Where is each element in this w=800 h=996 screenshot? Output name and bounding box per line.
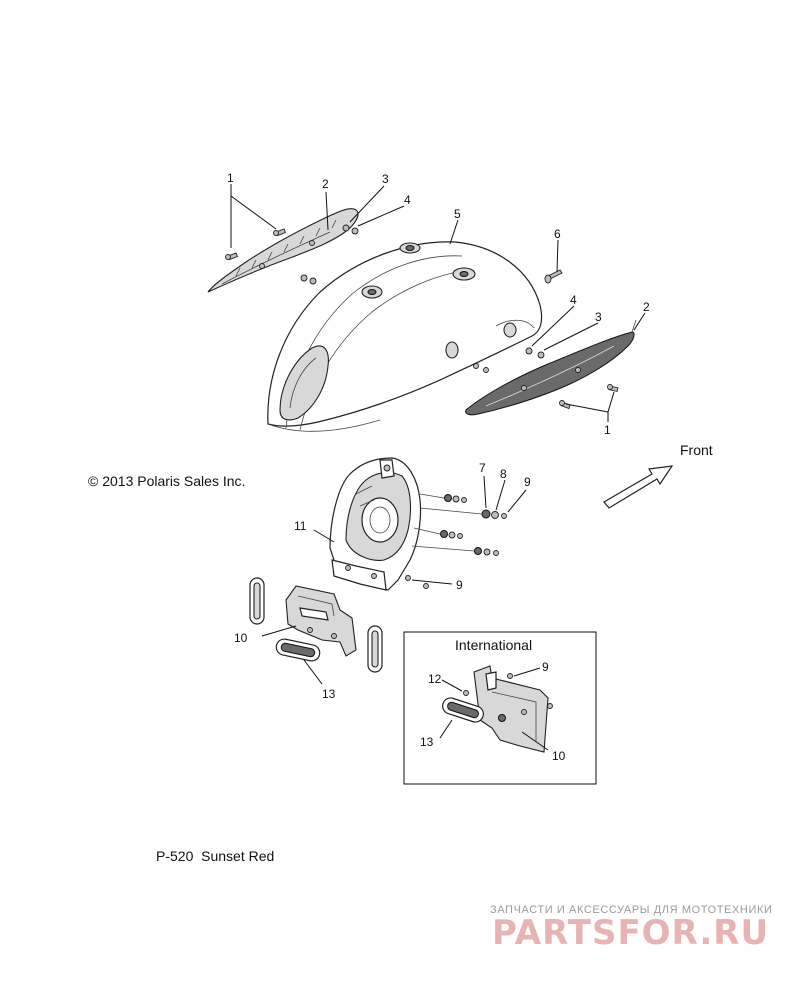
callout-3-right: 3	[595, 310, 602, 324]
callout-13-main: 13	[322, 687, 336, 701]
mount-bolt	[544, 269, 563, 284]
callout-1-right: 1	[604, 423, 611, 437]
callout-6: 6	[554, 227, 561, 241]
callout-4-left: 4	[404, 193, 411, 207]
callout-13-inset: 13	[420, 735, 434, 749]
license-plate-holder	[285, 585, 357, 657]
leader-lines	[230, 184, 646, 751]
callout-5: 5	[454, 207, 461, 221]
license-plate-bracket	[329, 457, 422, 591]
callout-9-mid: 9	[456, 578, 463, 592]
left-trim-nuts	[300, 224, 359, 285]
right-trim-screws	[559, 384, 619, 410]
callout-10-inset: 10	[552, 749, 566, 763]
callout-2-left: 2	[322, 177, 329, 191]
callout-12: 12	[428, 672, 442, 686]
copyright-text: © 2013 Polaris Sales Inc.	[88, 473, 245, 489]
side-reflector-left	[249, 577, 265, 625]
watermark-brand: PARTSFOR.RU	[492, 913, 769, 953]
left-trim-screws	[225, 228, 287, 261]
left-fender-trim	[207, 208, 359, 293]
callout-4-right: 4	[570, 293, 577, 307]
side-reflector-right	[367, 625, 383, 673]
right-trim-nuts	[473, 347, 545, 373]
callout-8: 8	[500, 467, 507, 481]
international-reflector	[442, 697, 484, 723]
callout-2-right: 2	[643, 300, 650, 314]
callout-1-left: 1	[227, 171, 234, 185]
rear-fender	[267, 241, 543, 432]
bracket-hardware-stack	[405, 493, 507, 589]
callout-7: 7	[479, 461, 486, 475]
callout-11: 11	[294, 519, 307, 533]
callout-3-left: 3	[382, 172, 389, 186]
watermark-tagline: ЗАПЧАСТИ И АКСЕССУАРЫ ДЛЯ МОТОТЕХНИКИ	[490, 904, 772, 916]
rear-reflector	[275, 638, 321, 662]
part-code: P-520 Sunset Red	[156, 848, 274, 864]
international-bracket	[463, 665, 553, 753]
callout-10-main: 10	[234, 631, 248, 645]
front-direction-arrow	[603, 465, 674, 509]
front-label: Front	[680, 442, 713, 458]
inset-title: International	[455, 637, 532, 653]
callout-9-inset: 9	[542, 660, 549, 674]
callout-9-top: 9	[524, 475, 531, 489]
right-fender-trim	[465, 319, 637, 416]
